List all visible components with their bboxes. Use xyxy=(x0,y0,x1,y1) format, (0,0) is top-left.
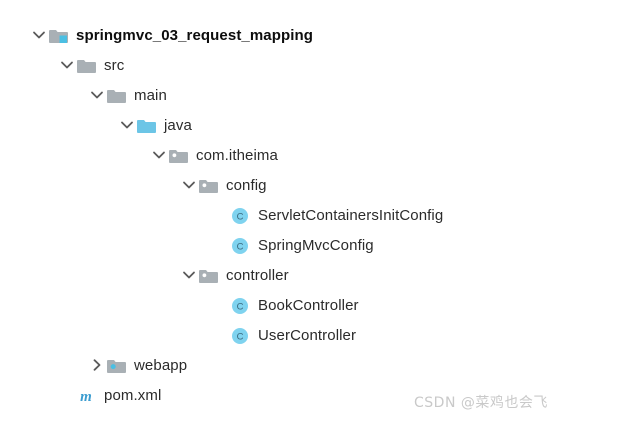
tree-row[interactable]: C SpringMvcConfig xyxy=(0,230,619,260)
svg-text:C: C xyxy=(237,332,244,343)
java-class-icon: C xyxy=(230,320,252,350)
tree-item-label: src xyxy=(104,56,125,74)
tree-item-label: UserController xyxy=(258,326,357,344)
java-class-icon: C xyxy=(230,290,252,320)
toggle-placeholder xyxy=(212,200,230,230)
tree-item-label: BookController xyxy=(258,296,359,314)
folder-icon xyxy=(76,50,98,80)
package-folder-icon xyxy=(198,170,220,200)
tree-row[interactable]: java xyxy=(0,110,619,140)
tree-row[interactable]: main xyxy=(0,80,619,110)
csdn-watermark: CSDN @菜鸡也会飞 xyxy=(414,395,548,411)
tree-item-label: main xyxy=(134,86,167,104)
tree-row[interactable]: src xyxy=(0,50,619,80)
tree-item-label: com.itheima xyxy=(196,146,278,164)
tree-item-label: java xyxy=(164,116,192,134)
toggle-placeholder xyxy=(212,320,230,350)
tree-row[interactable]: m pom.xml xyxy=(0,380,619,410)
chevron-down-icon[interactable] xyxy=(88,80,106,110)
tree-row[interactable]: C UserController xyxy=(0,320,619,350)
chevron-down-icon[interactable] xyxy=(150,140,168,170)
chevron-down-icon[interactable] xyxy=(180,260,198,290)
svg-text:C: C xyxy=(237,302,244,313)
tree-item-label: config xyxy=(226,176,267,194)
chevron-right-icon[interactable] xyxy=(88,350,106,380)
tree-row[interactable]: webapp xyxy=(0,350,619,380)
tree-item-label: controller xyxy=(226,266,289,284)
module-folder-icon xyxy=(48,20,70,50)
tree-item-label: SpringMvcConfig xyxy=(258,236,374,254)
tree-row[interactable]: C ServletContainersInitConfig xyxy=(0,200,619,230)
tree-row[interactable]: com.itheima xyxy=(0,140,619,170)
web-folder-icon xyxy=(106,350,128,380)
svg-text:m: m xyxy=(80,389,92,405)
tree-row[interactable]: C BookController xyxy=(0,290,619,320)
chevron-down-icon[interactable] xyxy=(30,20,48,50)
folder-icon xyxy=(106,80,128,110)
chevron-down-icon[interactable] xyxy=(118,110,136,140)
svg-text:C: C xyxy=(237,212,244,223)
svg-text:C: C xyxy=(237,242,244,253)
java-class-icon: C xyxy=(230,230,252,260)
package-folder-icon xyxy=(198,260,220,290)
tree-row[interactable]: springmvc_03_request_mapping xyxy=(0,20,619,50)
tree-item-label: webapp xyxy=(134,356,188,374)
chevron-down-icon[interactable] xyxy=(180,170,198,200)
tree-item-label: ServletContainersInitConfig xyxy=(258,206,444,224)
toggle-placeholder xyxy=(212,230,230,260)
maven-file-icon: m xyxy=(76,380,98,410)
tree-item-label: springmvc_03_request_mapping xyxy=(76,26,314,44)
chevron-down-icon[interactable] xyxy=(58,50,76,80)
source-root-folder-icon xyxy=(136,110,158,140)
tree-item-label: pom.xml xyxy=(104,386,162,404)
tree-row[interactable]: config xyxy=(0,170,619,200)
toggle-placeholder xyxy=(212,290,230,320)
package-folder-icon xyxy=(168,140,190,170)
java-class-icon: C xyxy=(230,200,252,230)
tree-row[interactable]: controller xyxy=(0,260,619,290)
toggle-placeholder xyxy=(58,380,76,410)
